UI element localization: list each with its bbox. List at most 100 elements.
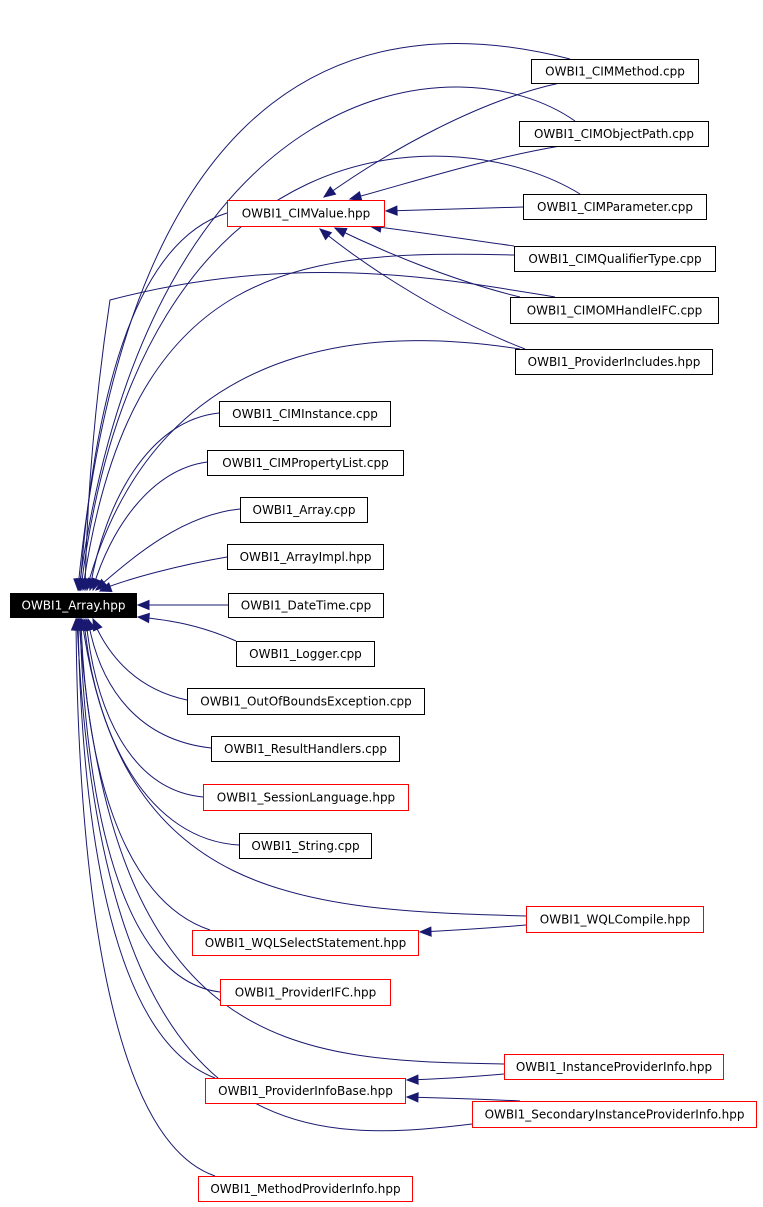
edge-arrowhead <box>136 599 150 611</box>
node-box <box>187 688 425 715</box>
edge-arrowhead <box>98 582 113 592</box>
edge-n11-to-n0 <box>98 556 228 592</box>
edge-line <box>78 86 576 589</box>
edge-line <box>85 619 204 798</box>
edge-n2-to-n3 <box>348 145 561 202</box>
node-box <box>236 641 375 667</box>
edge-n24-to-n0 <box>70 617 216 1177</box>
node-box <box>510 297 719 324</box>
edge-arrowhead <box>318 228 333 241</box>
node-owbi1-sessionlanguage-hpp[interactable]: OWBI1_SessionLanguage.hpp <box>203 784 409 811</box>
edge-n18-to-n19 <box>418 924 527 937</box>
edge-line <box>83 619 240 846</box>
edge-line <box>87 619 212 749</box>
edge-line <box>95 508 241 590</box>
edge-n7-to-n3 <box>318 228 526 350</box>
edge-line <box>92 461 208 589</box>
node-label: OWBI1_SessionLanguage.hpp <box>217 791 395 805</box>
node-owbi1-ciminstance-cpp: OWBI1_CIMInstance.cpp <box>219 401 391 427</box>
node-label: OWBI1_ProviderIFC.hpp <box>235 986 377 1000</box>
node-owbi1-providerincludes-hpp: OWBI1_ProviderIncludes.hpp <box>515 349 713 375</box>
node-owbi1-logger-cpp: OWBI1_Logger.cpp <box>236 641 375 667</box>
node-owbi1-providerinfobase-hpp[interactable]: OWBI1_ProviderInfoBase.hpp <box>205 1078 406 1104</box>
node-owbi1-providerifc-hpp[interactable]: OWBI1_ProviderIFC.hpp <box>220 979 391 1006</box>
edge-line <box>92 619 188 701</box>
edge-n23-to-n22 <box>405 1092 521 1103</box>
node-owbi1-wqlselectstatement-hpp[interactable]: OWBI1_WQLSelectStatement.hpp <box>192 930 419 956</box>
edge-line <box>82 253 515 589</box>
edge-line <box>80 155 581 589</box>
node-box <box>531 59 699 84</box>
node-box <box>227 200 385 227</box>
edge-line <box>86 340 521 589</box>
node-owbi1-array-cpp: OWBI1_Array.cpp <box>240 497 368 523</box>
node-owbi1-methodproviderinfo-hpp[interactable]: OWBI1_MethodProviderInfo.hpp <box>198 1176 413 1202</box>
node-label: OWBI1_String.cpp <box>251 839 359 853</box>
node-label: OWBI1_OutOfBoundsException.cpp <box>200 695 412 709</box>
node-owbi1-cimomhandleifc-cpp: OWBI1_CIMOMHandleIFC.cpp <box>510 297 719 324</box>
node-label: OWBI1_Logger.cpp <box>249 647 362 661</box>
edge-line <box>99 556 228 591</box>
node-label: OWBI1_CIMPropertyList.cpp <box>222 456 388 470</box>
node-owbi1-datetime-cpp: OWBI1_DateTime.cpp <box>228 593 384 618</box>
node-label: OWBI1_CIMOMHandleIFC.cpp <box>527 304 703 318</box>
node-owbi1-cimobjectpath-cpp: OWBI1_CIMObjectPath.cpp <box>519 121 709 147</box>
edge-n13-to-n0 <box>136 612 237 642</box>
node-box <box>192 930 419 956</box>
node-box <box>220 979 391 1006</box>
node-owbi1-secondaryinstanceproviderinfo-hpp[interactable]: OWBI1_SecondaryInstanceProviderInfo.hpp <box>472 1101 757 1128</box>
node-label: OWBI1_DateTime.cpp <box>241 599 371 613</box>
node-owbi1-outofboundsexception-cpp: OWBI1_OutOfBoundsException.cpp <box>187 688 425 715</box>
node-box <box>207 450 404 476</box>
node-box <box>472 1101 757 1128</box>
node-label: OWBI1_ArrayImpl.hpp <box>240 550 372 564</box>
node-box <box>519 121 709 147</box>
node-label: OWBI1_CIMInstance.cpp <box>232 407 378 421</box>
nodes-layer: OWBI1_Array.hppOWBI1_CIMMethod.cppOWBI1_… <box>10 59 757 1202</box>
node-label: OWBI1_WQLSelectStatement.hpp <box>205 936 407 950</box>
edge-n14-to-n0 <box>92 617 188 701</box>
edge-line <box>81 619 527 917</box>
edge-arrowhead <box>418 926 432 937</box>
node-label: OWBI1_MethodProviderInfo.hpp <box>210 1182 400 1196</box>
edge-line <box>75 619 216 1177</box>
edge-arrowhead <box>384 205 398 216</box>
edge-arrowhead <box>348 190 363 202</box>
edge-n4-to-n3 <box>384 205 524 216</box>
edge-n12-to-n0 <box>136 599 228 611</box>
edge-arrowhead <box>405 1092 419 1103</box>
node-box <box>504 1054 724 1080</box>
edge-n3-to-n0 <box>75 212 228 592</box>
edge-line <box>319 228 526 350</box>
edge-arrowhead <box>94 578 109 591</box>
node-label: OWBI1_ProviderIncludes.hpp <box>528 355 701 369</box>
node-label: OWBI1_WQLCompile.hpp <box>540 913 690 927</box>
node-box <box>239 833 372 859</box>
edge-line <box>334 227 521 298</box>
edge-line <box>406 1073 505 1081</box>
node-label: OWBI1_CIMValue.hpp <box>242 207 371 221</box>
node-label: OWBI1_CIMQualifierType.cpp <box>528 252 701 266</box>
node-label: OWBI1_Array.hpp <box>22 599 126 613</box>
node-box <box>228 593 384 618</box>
edge-n15-to-n0 <box>85 617 212 749</box>
edge-arrowhead <box>322 185 337 198</box>
edge-line <box>77 43 571 589</box>
edge-line <box>79 212 228 589</box>
edge-n6-to-n3 <box>333 227 521 298</box>
edge-n19-to-n0 <box>76 617 211 931</box>
edge-n21-to-n22 <box>405 1073 505 1085</box>
edge-n8-to-n0 <box>87 412 220 592</box>
node-owbi1-wqlcompile-hpp[interactable]: OWBI1_WQLCompile.hpp <box>526 906 704 933</box>
node-owbi1-array-hpp: OWBI1_Array.hpp <box>10 593 137 618</box>
node-label: OWBI1_SecondaryInstanceProviderInfo.hpp <box>485 1108 745 1122</box>
node-box <box>211 736 400 762</box>
node-box <box>203 784 409 811</box>
node-owbi1-cimqualifiertype-cpp: OWBI1_CIMQualifierType.cpp <box>514 246 716 272</box>
node-box <box>10 593 137 618</box>
node-box <box>227 544 384 570</box>
node-owbi1-instanceproviderinfo-hpp[interactable]: OWBI1_InstanceProviderInfo.hpp <box>504 1054 724 1080</box>
node-owbi1-cimvalue-hpp[interactable]: OWBI1_CIMValue.hpp <box>227 200 385 227</box>
edge-n17-to-n0 <box>80 617 240 846</box>
edge-line <box>406 1096 521 1102</box>
